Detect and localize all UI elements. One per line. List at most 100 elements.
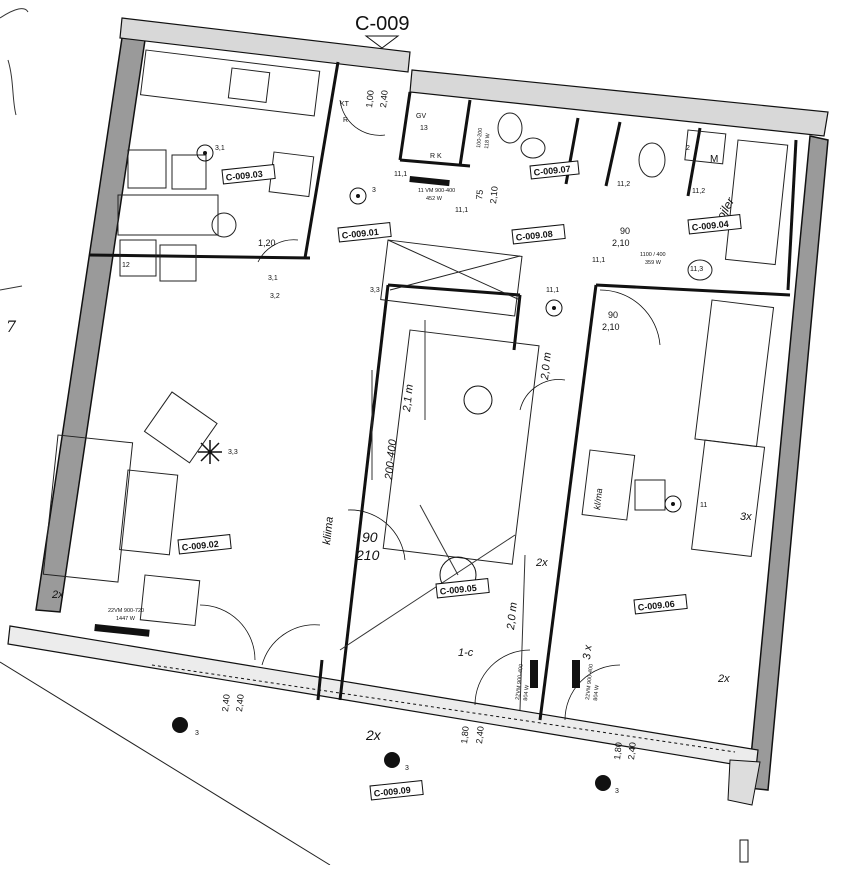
room-label-text: C-009.04 (691, 219, 729, 233)
radiator-label: 100-200 (476, 128, 484, 149)
bedroom-2-furniture (581, 299, 775, 558)
dimension-label: 2,40 (378, 90, 390, 108)
room-label-c00903: C-009.03 (221, 164, 276, 185)
dimension-label: 2,10 (612, 238, 630, 248)
radiator-label: 22VM 900-400 (585, 664, 595, 701)
symbol-number: 2 (686, 145, 690, 152)
symbol-number: 3 (372, 187, 376, 194)
symbol-number: 3,3 (228, 449, 238, 456)
symbol-number: 3 (195, 730, 199, 737)
radiators (94, 176, 580, 688)
radiator-label: 11 VM 900-400 (418, 188, 455, 194)
symbol-labels: KT R R K GV M 3,1 3,1 3,2 3,3 3,3 11,1 1… (122, 101, 718, 795)
radiator-bedroom-1 (530, 660, 538, 688)
handwritten-note: 90 (362, 529, 378, 545)
handwritten-note: 2,1 m (401, 384, 416, 414)
radiator-label: 22VM 900-720 (108, 608, 144, 614)
living-room-furniture (42, 391, 218, 627)
pole-icon (739, 839, 749, 863)
handwritten-note: 210 (355, 547, 380, 563)
outdoor-lights (172, 717, 611, 791)
room-label-c00905: C-009.05 (435, 578, 490, 599)
symbol-r: R (343, 117, 348, 124)
handwritten-note: kliima (321, 516, 336, 545)
symbol-number: 3 (615, 788, 619, 795)
symbol-number: 11,2 (692, 188, 705, 195)
room-label-c00902: C-009.02 (177, 534, 232, 555)
radiator-label: 452 W (426, 196, 443, 202)
handwritten-note: 1-c (458, 647, 474, 659)
exterior-wall-east (747, 135, 829, 791)
symbol-number: 3,1 (215, 145, 225, 152)
plan-title: C-009 (355, 13, 409, 35)
dimension-label: 2,40 (626, 742, 638, 760)
outdoor-light-icon (595, 775, 611, 791)
kitchen-furniture (117, 49, 321, 282)
dimension-label: 2,10 (488, 186, 500, 204)
symbol-number: 11,1 (455, 207, 468, 214)
handwritten-note: 2x (51, 589, 64, 601)
room-label-text: C-009.07 (533, 164, 571, 178)
symbol-number: 11,1 (546, 287, 559, 294)
radiator-hall (409, 176, 450, 187)
room-label-c00901: C-009.01 (337, 222, 392, 243)
room-label-text: C-009.01 (341, 227, 379, 241)
handwritten-note: 2x (535, 557, 548, 569)
symbol-number: 11,1 (394, 171, 407, 178)
radiator-label: 804 W (593, 684, 601, 701)
handwritten-note: 200-400 (383, 438, 399, 481)
room-label-c00907: C-009.07 (529, 160, 580, 180)
symbol-number: 11,2 (617, 181, 630, 188)
symbol-number: 11,1 (592, 257, 605, 264)
bathroom-fixtures (497, 112, 789, 281)
symbol-number: 13 (420, 125, 428, 132)
handwritten-note: 2x (365, 727, 382, 743)
symbol-number: 11 (700, 502, 707, 509)
dimension-label: 1,80 (612, 742, 624, 760)
room-label-text: C-009.06 (637, 599, 675, 613)
margin-scribble (0, 285, 23, 291)
ceiling-lights (196, 144, 682, 594)
pen-annotations (339, 320, 526, 711)
handwritten-note: 2,0 m (539, 352, 554, 382)
room-label-c00906: C-009.06 (633, 594, 688, 615)
dimension-label: 90 (620, 226, 630, 236)
radiator-bedroom-2 (572, 660, 580, 688)
dimension-label: 75 (474, 189, 485, 200)
outdoor-light-icon (172, 717, 188, 733)
site-boundary-line (0, 661, 331, 866)
symbol-rk: R K (430, 153, 442, 160)
radiator-label: 804 W (523, 684, 531, 701)
dimension-label: 2,10 (602, 322, 620, 332)
handwritten-note: 3x (740, 511, 752, 523)
radiator-living (94, 623, 150, 637)
elevation-marker-icon (364, 35, 400, 49)
radiator-label: 22VM 900-400 (515, 664, 525, 701)
dimension-label: 1,20 (258, 238, 276, 248)
exterior-wall-north (119, 17, 411, 73)
room-label-c00908: C-009.08 (511, 224, 566, 245)
exterior-wall-south (7, 625, 759, 769)
dimension-label: 1,80 (459, 726, 471, 744)
outdoor-light-icon (384, 752, 400, 768)
radiator-label: 359 W (645, 260, 662, 266)
symbol-kt: KT (340, 101, 350, 108)
dimension-label: 2,40 (474, 726, 486, 744)
room-label-text: C-009.03 (225, 169, 263, 183)
margin-note: 7 (6, 317, 17, 336)
room-label-text: C-009.09 (373, 785, 411, 799)
handwritten-note: kl/ma (592, 488, 604, 510)
wall-stub (727, 759, 761, 806)
margin-scribble (0, 8, 29, 19)
symbol-gv: GV (416, 113, 426, 120)
radiator-label: 1447 W (116, 616, 136, 622)
dimension-label: 2,40 (220, 694, 232, 712)
handwritten-note: 3 x (581, 644, 595, 660)
handwritten-note: 2,0 m (505, 602, 520, 632)
symbol-number: 3,2 (270, 293, 280, 300)
radiator-label: 1100 / 400 (640, 252, 666, 258)
interior-walls (89, 61, 798, 721)
symbol-number: 3 (405, 765, 409, 772)
chandelier-icon (198, 440, 222, 464)
